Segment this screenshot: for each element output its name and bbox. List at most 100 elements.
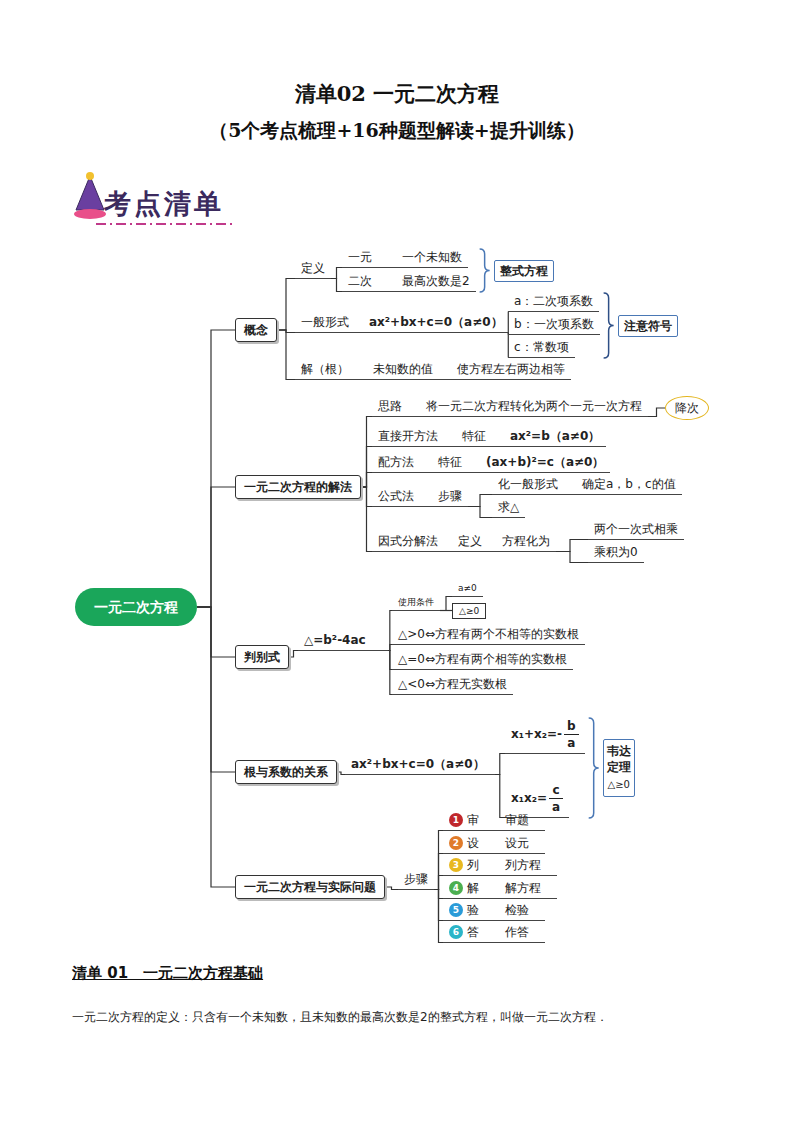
topic-item: 定义 <box>295 260 331 279</box>
curly-bracket <box>604 293 614 358</box>
fraction: ca <box>549 782 563 815</box>
tree-connector <box>197 607 235 887</box>
step-item: 3列列方程 <box>443 857 557 876</box>
node-text: 使用条件 <box>398 597 434 607</box>
node-text: 乘积为0 <box>594 545 638 559</box>
topic-item: △>0⇔方程有两个不相等的实数根 <box>392 626 585 645</box>
step-text: 验 <box>467 903 479 917</box>
node-text: 概念 <box>244 323 268 337</box>
step-text: 设 <box>467 836 479 850</box>
branch-box: 判别式 <box>235 645 289 669</box>
step-text: 列 <box>467 858 479 872</box>
topic-item: ax²+bx+c=0（a≠0） <box>345 756 495 775</box>
node-text: (ax+b)²=c（a≠0） <box>486 455 604 469</box>
node-text: 化一般形式 <box>498 477 558 491</box>
node-text: △<0⇔方程无实数根 <box>398 677 507 691</box>
topic-item: a：二次项系数 <box>508 293 599 312</box>
node-text: 求△ <box>498 500 519 514</box>
step-number: 3 <box>449 858 463 872</box>
theorem-text: △≥0 <box>607 777 631 793</box>
branch-box: 概念 <box>235 318 277 342</box>
tree-connector <box>337 772 345 775</box>
topic-item: 解（根） 未知数的值 使方程左右两边相等 <box>295 361 571 380</box>
topic-item: 化一般形式确定a，b，c的值 <box>492 476 682 495</box>
section-heading: 清单 01 一元二次方程基础 <box>72 964 263 983</box>
node-text: 一元二次方程 <box>94 599 178 615</box>
fraction-part: b <box>564 718 579 734</box>
node-text: 降次 <box>675 401 699 415</box>
topic-item: 公式法步骤 <box>372 488 468 507</box>
topic-item: 韦达定理△≥0 <box>603 739 635 797</box>
tree-connector <box>388 645 392 651</box>
node-text: 一般形式 <box>301 315 349 329</box>
node-text: 方程化为 <box>502 534 550 548</box>
connector-line <box>556 552 588 563</box>
node-text: a：二次项系数 <box>514 294 593 308</box>
connector-line <box>468 495 492 507</box>
topic-item: x₁+x₂=-ba <box>505 718 585 754</box>
connector-line <box>331 268 342 279</box>
node-text: 两个一次式相乘 <box>594 522 678 536</box>
topic-item: 注意符号 <box>618 315 678 337</box>
tree-connector <box>197 330 235 607</box>
step-text: 设元 <box>505 836 529 850</box>
connector-line <box>197 607 235 657</box>
tree-connector <box>495 754 505 775</box>
connector-line <box>361 473 372 488</box>
page-subtitle: （5个考点梳理+16种题型解读+提升训练） <box>0 118 794 144</box>
topic-item: a≠0 <box>452 582 483 597</box>
tree-connector <box>361 487 372 552</box>
step-text: 答 <box>467 925 479 939</box>
node-text: b：一次项系数 <box>514 317 594 331</box>
connector-line <box>197 607 235 887</box>
step-text: 审题 <box>505 813 529 827</box>
node-text: 将一元二次方程转化为两个一元一次方程 <box>426 399 642 413</box>
topic-item: △≥0 <box>452 603 486 619</box>
page-title: 清单02 一元二次方程 <box>0 80 794 108</box>
connector-line <box>434 890 443 943</box>
tree-connector <box>440 597 452 611</box>
tree-connector <box>440 610 452 611</box>
node-text: 使方程左右两边相等 <box>457 362 565 376</box>
connector-line <box>434 876 443 890</box>
tree-connector <box>277 330 295 380</box>
wizard-star <box>86 172 94 180</box>
node-text: a≠0 <box>458 583 477 593</box>
step-text: 检验 <box>505 903 529 917</box>
topic-item: c：常数项 <box>508 339 575 358</box>
note-ellipse: 降次 <box>665 396 709 420</box>
node-text: △≥0 <box>459 606 479 616</box>
node-text: 未知数的值 <box>373 362 433 376</box>
step-item: 6答作答 <box>443 924 545 943</box>
topic-item: 求△ <box>492 499 525 518</box>
connector-line <box>361 487 372 552</box>
curly-bracket <box>480 249 490 292</box>
node-text: 思路 <box>378 399 402 413</box>
topic-item: △=0⇔方程有两个相等的实数根 <box>392 651 573 670</box>
step-number: 2 <box>449 836 463 850</box>
step-number: 1 <box>449 813 463 827</box>
node-text: 直接开方法 <box>378 429 438 443</box>
connector-line <box>440 597 452 611</box>
node-text: △>0⇔方程有两个不相等的实数根 <box>398 627 579 641</box>
node-text: 定义 <box>301 261 325 275</box>
node-text: 配方法 <box>378 455 414 469</box>
node-text: 一元 <box>348 250 372 264</box>
topic-item: 步骤 <box>398 871 434 890</box>
tree-connector <box>648 408 665 417</box>
connector-line <box>197 487 235 607</box>
node-text: 最高次数是2 <box>402 274 470 288</box>
tree-connector <box>197 487 235 607</box>
connector-line <box>361 417 372 488</box>
topic-item: △<0⇔方程无实数根 <box>392 676 513 695</box>
connector-line <box>277 279 295 331</box>
logo-underline <box>96 223 232 225</box>
connector-line <box>434 831 443 890</box>
connector-line <box>648 408 665 417</box>
tree-connector <box>556 552 588 563</box>
node-text: 一个未知数 <box>402 250 462 264</box>
topic-item: 一般形式ax²+bx+c=0（a≠0） <box>295 314 509 333</box>
connector-line <box>337 772 345 775</box>
node-text: 解（根） <box>301 362 349 376</box>
